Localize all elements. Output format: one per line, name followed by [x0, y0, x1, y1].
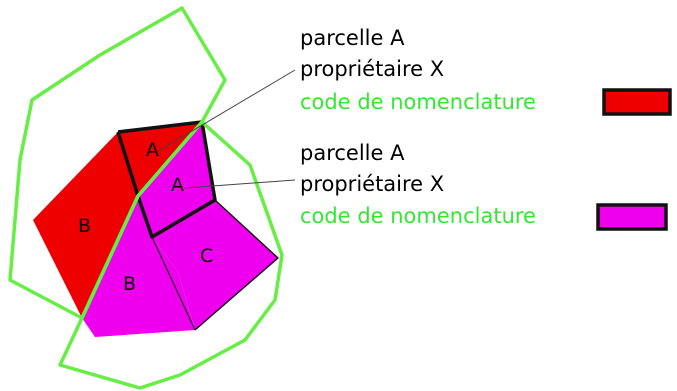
- parcel-red-a: [118, 122, 202, 196]
- legend-2-swatch: [596, 203, 668, 231]
- label-magenta-b: B: [123, 273, 136, 295]
- bold-boundary-red-a: [116, 120, 217, 239]
- parcel-red-b: [33, 132, 138, 318]
- green-zone-bottom: [58, 120, 284, 390]
- legend-entry-2: parcelle A propriétaire X code de nomenc…: [300, 141, 668, 231]
- legend-entry-1: parcelle A propriétaire X code de nomenc…: [300, 26, 672, 116]
- parcel-magenta-c: [152, 200, 278, 330]
- leader-line-1: [159, 69, 296, 151]
- legend-1-swatch: [602, 88, 672, 116]
- leader-line-2: [184, 179, 296, 189]
- divider-b-c: [151, 236, 196, 331]
- label-magenta-c: C: [200, 245, 213, 267]
- legend-2-parcelle: parcelle A: [300, 141, 405, 165]
- label-red-a: A: [146, 139, 159, 161]
- legend-1-proprietaire: propriétaire X: [300, 57, 444, 81]
- legend-1-code: code de nomenclature: [300, 90, 536, 114]
- parcel-magenta-b: [82, 196, 195, 337]
- bold-boundary-c: [194, 199, 280, 331]
- legend-1-parcelle: parcelle A: [300, 26, 405, 50]
- legend-2-code: code de nomenclature: [300, 204, 536, 228]
- parcel-magenta-a: [138, 122, 215, 237]
- legend-2-proprietaire: propriétaire X: [300, 172, 444, 196]
- label-magenta-a: A: [171, 174, 184, 196]
- green-zone-top: [8, 6, 227, 320]
- label-red-b: B: [78, 215, 91, 237]
